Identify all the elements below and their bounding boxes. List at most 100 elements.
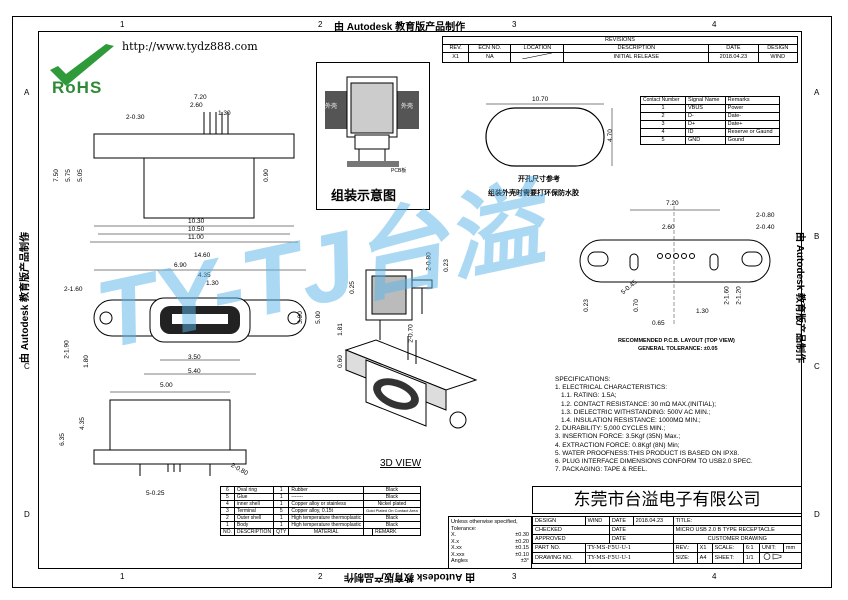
zone-bottom-3: 3 xyxy=(512,572,517,581)
zone-right-C: C xyxy=(814,362,820,371)
pcb-tolerance: GENERAL TOLERANCE: ±0.05 xyxy=(638,346,718,352)
cutout-width: 10.70 xyxy=(532,96,549,103)
assembly-label-pcb: PCB板 xyxy=(391,168,407,174)
zone-left-C: C xyxy=(24,362,30,371)
dim-pcb-2-0-80: 2-0.80 xyxy=(756,212,775,219)
zone-top-4: 4 xyxy=(712,20,717,29)
part-no-value: TY-MS-F5U-U-1 xyxy=(584,543,674,553)
zone-top-3: 3 xyxy=(512,20,517,29)
zone-bottom-1: 1 xyxy=(120,572,125,581)
cutout-reference: 10.70 4.70 开孔尺寸参考 组装外壳时需要打环保防水胶 xyxy=(480,96,630,206)
dim-bottom-6-35: 6.35 xyxy=(58,433,66,446)
tolerance-row: X.xxx±0.10 xyxy=(451,551,529,558)
approved-label: APPROVED xyxy=(532,534,610,544)
dim-pcb-7-20: 7.20 xyxy=(666,200,679,207)
dim-bottom-5-00: 5.00 xyxy=(160,382,173,389)
pin-header-contact: Contact Number xyxy=(640,96,686,105)
sheet-label: SHEET: xyxy=(711,552,744,564)
dim-top-10-50: 10.50 xyxy=(188,226,205,233)
spec-line: SPECIFICATIONS: xyxy=(555,376,611,383)
rev-header: REV. xyxy=(441,44,470,53)
autodesk-stamp-left: 由 Autodesk 教育版产品制作 xyxy=(20,231,32,364)
front-view-drawing xyxy=(93,269,307,375)
rohs-logo: RoHS xyxy=(44,40,130,102)
zone-bottom-2: 2 xyxy=(318,572,323,581)
spec-line: 2. DURABILITY: 5,000 CYCLES MIN.; xyxy=(555,425,666,433)
website-url[interactable]: http://www.tydz888.com xyxy=(122,40,258,53)
dim-front-2-1-60: 2-1.60 xyxy=(64,286,83,293)
design-value: WIND xyxy=(584,516,610,526)
zone-top-1: 1 xyxy=(120,20,125,29)
zone-top-2: 2 xyxy=(318,20,323,29)
zone-right-A: A xyxy=(814,88,820,97)
tolerance-row: X.xx±0.15 xyxy=(451,545,529,551)
spec-line: 4. EXTRACTION FORCE: 0.8Kgf (8N) Min; xyxy=(555,441,680,449)
zone-right-D: D xyxy=(814,510,820,519)
pin-header-signal: Signal Name xyxy=(685,96,726,105)
dim-top-1-30: 1.30 xyxy=(218,110,231,117)
dim-bottom-4-35: 4.35 xyxy=(78,417,86,430)
zone-left-B: B xyxy=(24,232,30,241)
dim-pcb-1-30: 1.30 xyxy=(696,308,709,315)
description-cell: INITIAL RELEASE xyxy=(563,52,710,63)
tolerance-title: Unless otherwise specified, Tolerance: xyxy=(451,519,518,532)
side-view-drawing xyxy=(365,269,433,340)
sheet-value: 1/1 xyxy=(742,552,760,564)
drawing-no-label: DRAWING NO. xyxy=(532,552,586,564)
tolerance-block: Unless otherwise specified, Tolerance: X… xyxy=(448,516,532,569)
dim-pcb-2-1-20: 2-1.20 xyxy=(735,286,743,305)
dim-top-5-75: 5.75 xyxy=(64,169,72,182)
dim-top-7-50: 7.50 xyxy=(52,169,60,182)
dim-pcb-2-60: 2.60 xyxy=(662,224,675,231)
assembly-drawing xyxy=(325,76,419,167)
dim-front-2-1-90: 2-1.90 xyxy=(63,340,71,359)
cutout-shape xyxy=(485,103,613,167)
dim-top-0-90: 0.90 xyxy=(262,169,270,182)
date-header: DATE xyxy=(708,44,759,53)
zone-left-A: A xyxy=(24,88,30,97)
cutout-height: 4.70 xyxy=(606,129,614,142)
spec-line: 1.1. RATING: 1.5A; xyxy=(561,392,617,400)
unit-value: mm xyxy=(782,543,803,553)
title-block: DESIGN WIND DATE 2018.04.23 TITLE: CHECK… xyxy=(532,516,803,564)
zone-bottom-4: 4 xyxy=(712,572,717,581)
drawing-no-value: TY-MS-F5U-U-1 xyxy=(584,552,674,564)
spec-line: 1. ELECTRICAL CHARACTERISTICS: xyxy=(555,384,668,392)
assembly-diagram-box: 外壳 外壳 PCB板 组装示意图 xyxy=(316,62,430,210)
design-cell: WIND xyxy=(757,52,798,63)
rohs-check-icon xyxy=(50,44,114,86)
approved-date-label: DATE xyxy=(608,534,674,544)
company-name: 东莞市台溢电子有限公司 xyxy=(532,486,802,514)
cutout-note-2: 组装外壳时需要打环保防水胶 xyxy=(488,190,579,197)
checked-date-label: DATE xyxy=(608,525,674,535)
outer-border xyxy=(12,16,832,588)
dim-front-1-30: 1.30 xyxy=(206,280,219,287)
specifications: SPECIFICATIONS: 1. ELECTRICAL CHARACTERI… xyxy=(555,376,753,474)
autodesk-stamp-bottom: 由 Autodesk 教育版产品制作 xyxy=(344,571,476,582)
revisions-table: REVISIONS REV. ECN NO. LOCATION DESCRIPT… xyxy=(441,36,798,63)
dim-pcb-2-0-40: 2-0.40 xyxy=(756,224,775,231)
design-header: DESIGN xyxy=(757,44,798,53)
dim-pcb-2-1-60: 2-1.60 xyxy=(723,286,731,305)
size-value: A4 xyxy=(696,552,713,564)
assembly-caption: 组装示意图 xyxy=(331,189,397,204)
part-no-label: PART NO. xyxy=(532,543,586,553)
tolerance-row: X.x±0.20 xyxy=(451,538,529,545)
top-view: 7.20 2.60 1.30 2-0.30 7.50 5.75 5.05 0.9… xyxy=(53,92,310,252)
description-header: DESCRIPTION xyxy=(563,44,710,53)
spec-line: 3. INSERTION FORCE: 3.5Kgf (35N) Max.; xyxy=(555,433,681,441)
revisions-title: REVISIONS xyxy=(442,36,798,45)
ecn-header: ECN NO. xyxy=(468,44,512,53)
spec-line: 7. PACKAGING: TAPE & REEL. xyxy=(555,466,648,474)
cutout-note-1: 开孔尺寸参考 xyxy=(518,176,560,183)
rohs-text: RoHS xyxy=(52,78,103,97)
dim-top-10-30: 10.30 xyxy=(188,218,205,225)
bottom-view: 5.00 4.35 6.35 2-0.80 5-0.25 xyxy=(58,380,270,500)
ecn-cell: NA xyxy=(468,52,512,63)
dim-front-3-50: 3.50 xyxy=(188,354,201,361)
